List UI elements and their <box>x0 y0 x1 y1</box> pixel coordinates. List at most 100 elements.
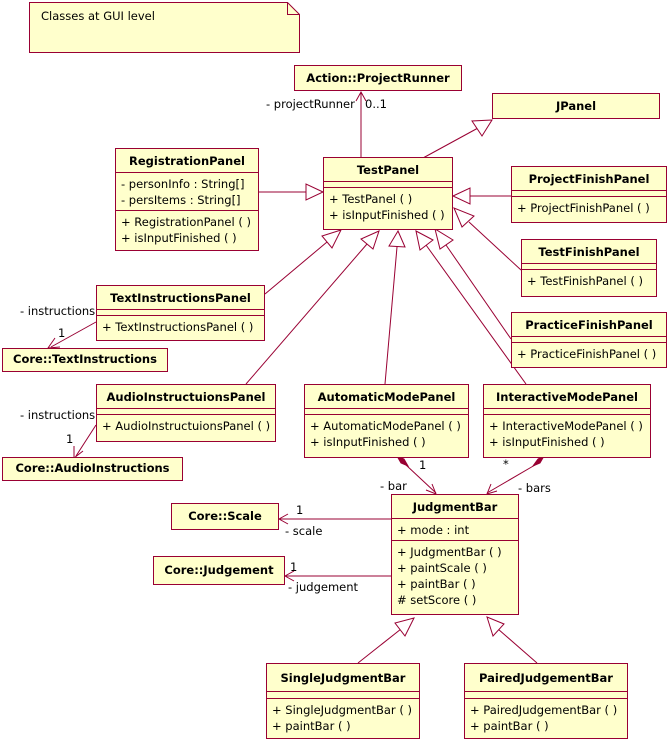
multiplicity-judgement: 1 <box>290 560 298 574</box>
operation: + RegistrationPanel ( ) <box>121 215 251 229</box>
class-name: ProjectFinishPanel <box>528 172 650 186</box>
role-label-project-runner: - projectRunner <box>266 97 355 111</box>
attribute: - personInfo : String[] <box>121 177 245 191</box>
class-name: JPanel <box>555 99 597 113</box>
note-text: Classes at GUI level <box>41 9 155 23</box>
class-judgement[interactable]: Core::Judgement <box>153 556 285 585</box>
attributes-compartment <box>484 408 650 414</box>
gen-triangle <box>360 230 380 250</box>
gen-triangle <box>486 616 505 637</box>
gen-practicefinish-testpanel <box>445 244 512 340</box>
multiplicity-bar: 1 <box>419 458 427 472</box>
operations-compartment: + JudgmentBar ( ) + paintScale ( ) + pai… <box>392 540 518 610</box>
class-automatic-mode-panel[interactable]: AutomaticModePanel + AutomaticModePanel … <box>304 384 469 458</box>
class-single-judgment-bar[interactable]: SingleJudgmentBar + SingleJudgmentBar ( … <box>266 663 420 739</box>
role-label-judgement: - judgement <box>288 580 359 594</box>
class-scale[interactable]: Core::Scale <box>171 503 279 530</box>
operation: + isInputFinished ( ) <box>121 231 237 245</box>
attributes-compartment <box>267 691 419 698</box>
class-name: JudgmentBar <box>412 500 498 514</box>
assoc-audioinstructions <box>75 424 97 457</box>
operation: + isInputFinished ( ) <box>310 435 426 449</box>
operation: + paintBar ( ) <box>397 577 476 591</box>
gen-triangle <box>321 229 342 249</box>
operation: + InteractiveModePanel ( ) <box>489 419 643 433</box>
comp-interactive-judgmentbar <box>486 464 536 494</box>
operations-compartment: + ProjectFinishPanel ( ) <box>512 196 666 218</box>
note: Classes at GUI level <box>29 2 300 53</box>
role-label-bar: - bar <box>380 479 407 493</box>
operation: + TextInstructionsPanel ( ) <box>102 320 254 334</box>
operation: + paintScale ( ) <box>397 561 487 575</box>
class-name: AudioInstructuionsPanel <box>106 390 266 404</box>
class-name: Core::Judgement <box>164 563 274 577</box>
class-name: PracticeFinishPanel <box>525 318 653 332</box>
arrowhead-open <box>283 570 295 582</box>
operations-compartment: + AutomaticModePanel ( ) + isInputFinish… <box>305 414 468 452</box>
operations-compartment: + InteractiveModePanel ( ) + isInputFini… <box>484 414 650 452</box>
operation: + paintBar ( ) <box>470 719 549 733</box>
multiplicity-bars: * <box>503 457 509 471</box>
class-name: RegistrationPanel <box>129 154 245 168</box>
gen-single-judgmentbar <box>357 628 402 664</box>
class-name: Core::AudioInstructions <box>15 461 170 475</box>
class-name: Core::TextInstructions <box>13 352 157 366</box>
note-shape <box>29 2 300 53</box>
class-jpanel[interactable]: JPanel <box>492 93 660 119</box>
class-project-runner[interactable]: Action::ProjectRunner <box>294 65 462 91</box>
class-name: Action::ProjectRunner <box>306 71 450 85</box>
operation: + isInputFinished ( ) <box>489 435 605 449</box>
operation: + PairedJudgementBar ( ) <box>470 703 618 717</box>
gen-audioinstructions-testpanel <box>245 243 368 385</box>
class-name: TestPanel <box>356 163 420 177</box>
class-test-finish-panel[interactable]: TestFinishPanel + TestFinishPanel ( ) <box>521 239 657 297</box>
class-registration-panel[interactable]: RegistrationPanel - personInfo : String[… <box>115 148 259 251</box>
class-interactive-mode-panel[interactable]: InteractiveModePanel + InteractiveModePa… <box>483 384 651 458</box>
gen-testpanel-jpanel <box>422 127 479 159</box>
operations-compartment: + TextInstructionsPanel ( ) <box>97 315 264 337</box>
class-project-finish-panel[interactable]: ProjectFinishPanel + ProjectFinishPanel … <box>511 166 667 223</box>
attributes-compartment <box>512 190 666 196</box>
operation: + PracticeFinishPanel ( ) <box>517 347 657 361</box>
gen-triangle <box>305 183 325 201</box>
gen-interactive-testpanel <box>425 244 527 385</box>
operations-compartment: + PairedJudgementBar ( ) + paintBar ( ) <box>465 698 627 736</box>
class-name: PairedJudgementBar <box>479 671 613 685</box>
class-test-panel[interactable]: TestPanel + TestPanel ( ) + isInputFinis… <box>323 157 453 230</box>
multiplicity-text-instructions: 1 <box>58 326 66 340</box>
class-name: TestFinishPanel <box>538 245 640 259</box>
class-paired-judgement-bar[interactable]: PairedJudgementBar + PairedJudgementBar … <box>464 663 628 739</box>
role-label-scale: - scale <box>285 524 323 538</box>
gen-testfinish-testpanel <box>468 221 522 271</box>
operation: # setScore ( ) <box>397 593 477 607</box>
class-practice-finish-panel[interactable]: PracticeFinishPanel + PracticeFinishPane… <box>511 312 667 368</box>
role-label-audio-instructions: - instructions <box>20 408 96 422</box>
attributes-compartment <box>522 263 656 269</box>
class-name: AutomaticModePanel <box>317 390 456 404</box>
attributes-compartment <box>465 691 627 698</box>
arrowhead-open <box>355 90 367 102</box>
class-judgment-bar[interactable]: JudgmentBar + mode : int + JudgmentBar (… <box>391 494 519 615</box>
operation: + TestPanel ( ) <box>329 192 413 206</box>
attributes-compartment <box>97 309 264 315</box>
attributes-compartment: + mode : int <box>392 518 518 540</box>
arrowhead-open <box>277 513 289 525</box>
operation: + paintBar ( ) <box>272 719 351 733</box>
multiplicity-project-runner: 0..1 <box>365 97 387 111</box>
attributes-compartment: - personInfo : String[] - persItems : St… <box>116 172 258 210</box>
class-audio-instructions-panel[interactable]: AudioInstructuionsPanel + AudioInstructu… <box>96 384 276 442</box>
class-text-instructions[interactable]: Core::TextInstructions <box>2 348 168 372</box>
gen-triangle <box>453 207 475 228</box>
operations-compartment: + TestFinishPanel ( ) <box>522 269 656 291</box>
gen-triangle <box>451 187 471 205</box>
class-audio-instructions[interactable]: Core::AudioInstructions <box>2 457 183 481</box>
operation: + ProjectFinishPanel ( ) <box>517 201 650 215</box>
class-name: Core::Scale <box>188 509 262 523</box>
class-text-instructions-panel[interactable]: TextInstructionsPanel + TextInstructions… <box>96 285 265 341</box>
operations-compartment: + SingleJudgmentBar ( ) + paintBar ( ) <box>267 698 419 736</box>
gen-automatic-testpanel <box>384 246 398 385</box>
operations-compartment: + RegistrationPanel ( ) + isInputFinishe… <box>116 210 258 248</box>
operation: + isInputFinished ( ) <box>329 208 445 222</box>
gen-textinstructions-testpanel <box>264 241 328 295</box>
